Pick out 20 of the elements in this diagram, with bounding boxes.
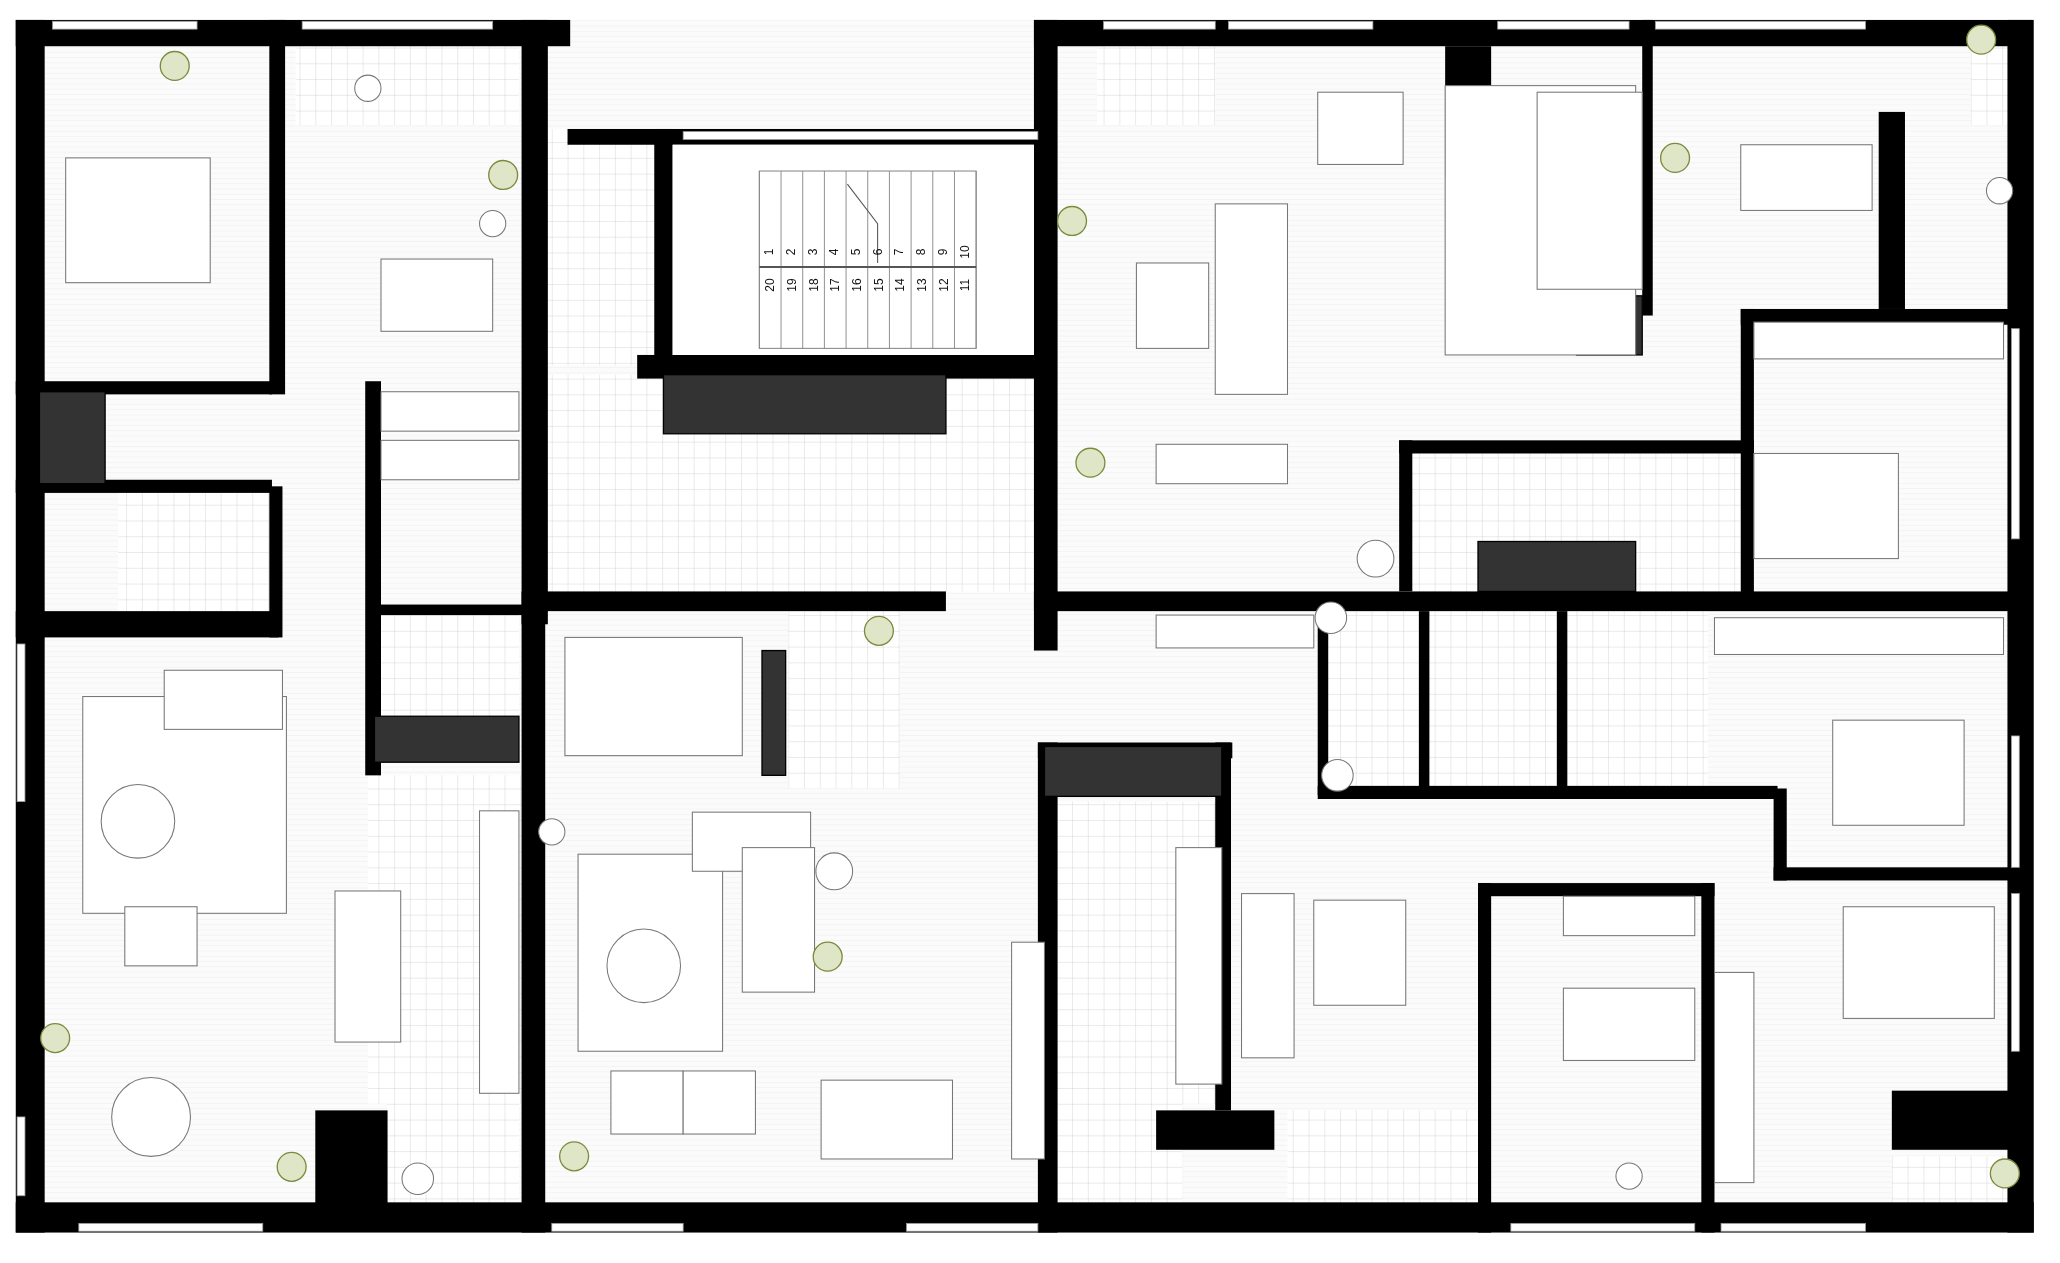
- step-number: 15: [872, 278, 885, 292]
- step-number: 5: [850, 248, 863, 256]
- step-number: 18: [807, 278, 820, 292]
- step-number: 8: [915, 248, 928, 256]
- step-number: 17: [829, 278, 842, 292]
- step-number: 4: [828, 248, 841, 256]
- step-number: 12: [937, 278, 950, 292]
- step-number: 20: [764, 278, 777, 292]
- step-number: 3: [807, 248, 820, 256]
- step-number: 7: [893, 248, 906, 256]
- step-number: 6: [872, 248, 885, 256]
- step-number: 13: [915, 278, 928, 292]
- step-number: 10: [959, 245, 972, 259]
- step-number: 16: [850, 278, 863, 292]
- step-number: 11: [959, 278, 972, 292]
- step-number: 19: [785, 278, 798, 292]
- step-number: 9: [937, 248, 950, 256]
- step-number: 14: [894, 278, 907, 292]
- step-number: 2: [785, 248, 798, 256]
- step-number: 1: [763, 248, 776, 256]
